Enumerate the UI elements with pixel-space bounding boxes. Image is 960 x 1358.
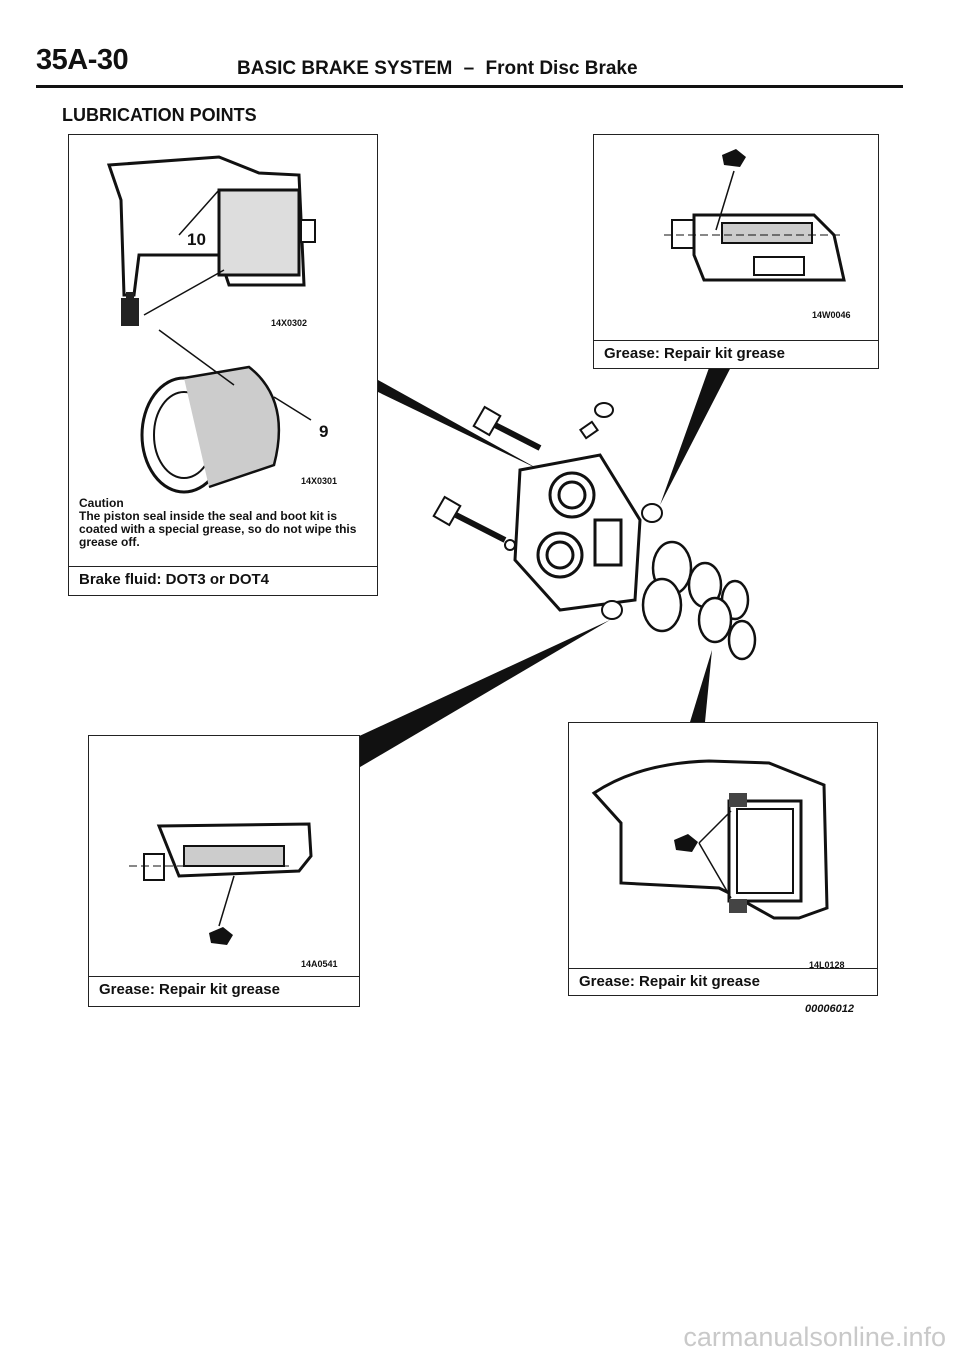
bleeder-screw [579,402,614,440]
figure-code: 14L0128 [809,960,845,970]
figure-code: 14W0046 [812,310,851,320]
caliper-section-illustration [106,155,316,494]
leader-top-right [660,365,732,505]
guide-pin-illustration [664,149,846,282]
guide-bolt-upper [472,405,542,451]
panel-caption: Grease: Repair kit grease [89,976,359,1006]
pad-assembly-illustration [591,759,829,920]
figure-code: 14X0302 [271,318,308,328]
piston-seal-set [641,540,757,661]
leader-top-left [378,380,540,470]
caliper-body [513,453,642,612]
panel-piston-seal: 10 9 14X0302 14X0301 Caution The piston … [68,134,378,596]
panel-caption: Grease: Repair kit grease [569,968,877,995]
leader-bottom-left [355,620,610,770]
callout-9: 9 [319,422,329,441]
boot [601,503,663,620]
panel-guide-pin: 14W0046 Grease: Repair kit grease [593,134,879,369]
watermark: carmanualsonline.info [683,1322,946,1352]
page-title-main: BASIC BRAKE SYSTEM [237,58,453,79]
page-code: 35A-30 [36,44,129,76]
guide-bolt-lower [432,495,516,551]
panel-caption: Grease: Repair kit grease [594,340,878,368]
page-title-separator: – [463,58,475,79]
figure-code: 14X0301 [301,476,338,486]
callout-10: 10 [187,230,206,249]
header-rule [36,85,903,88]
document-code: 00006012 [805,1003,854,1015]
figure-code: 14A0541 [301,959,338,969]
page-subtitle: Front Disc Brake [485,58,638,79]
section-title: LUBRICATION POINTS [62,105,257,125]
page-title: BASIC BRAKE SYSTEM – Front Disc Brake [237,58,638,80]
leader-bottom-right [690,650,712,722]
caution-text: The piston seal inside the seal and boot… [79,509,357,549]
panel-pad-assembly: 14L0128 Grease: Repair kit grease [568,722,878,996]
caution-title: Caution [79,496,124,510]
pin-boot-illustration [129,822,313,945]
panel-pin-boot: 14A0541 Grease: Repair kit grease [88,735,360,1007]
panel-caption: Brake fluid: DOT3 or DOT4 [69,566,377,595]
